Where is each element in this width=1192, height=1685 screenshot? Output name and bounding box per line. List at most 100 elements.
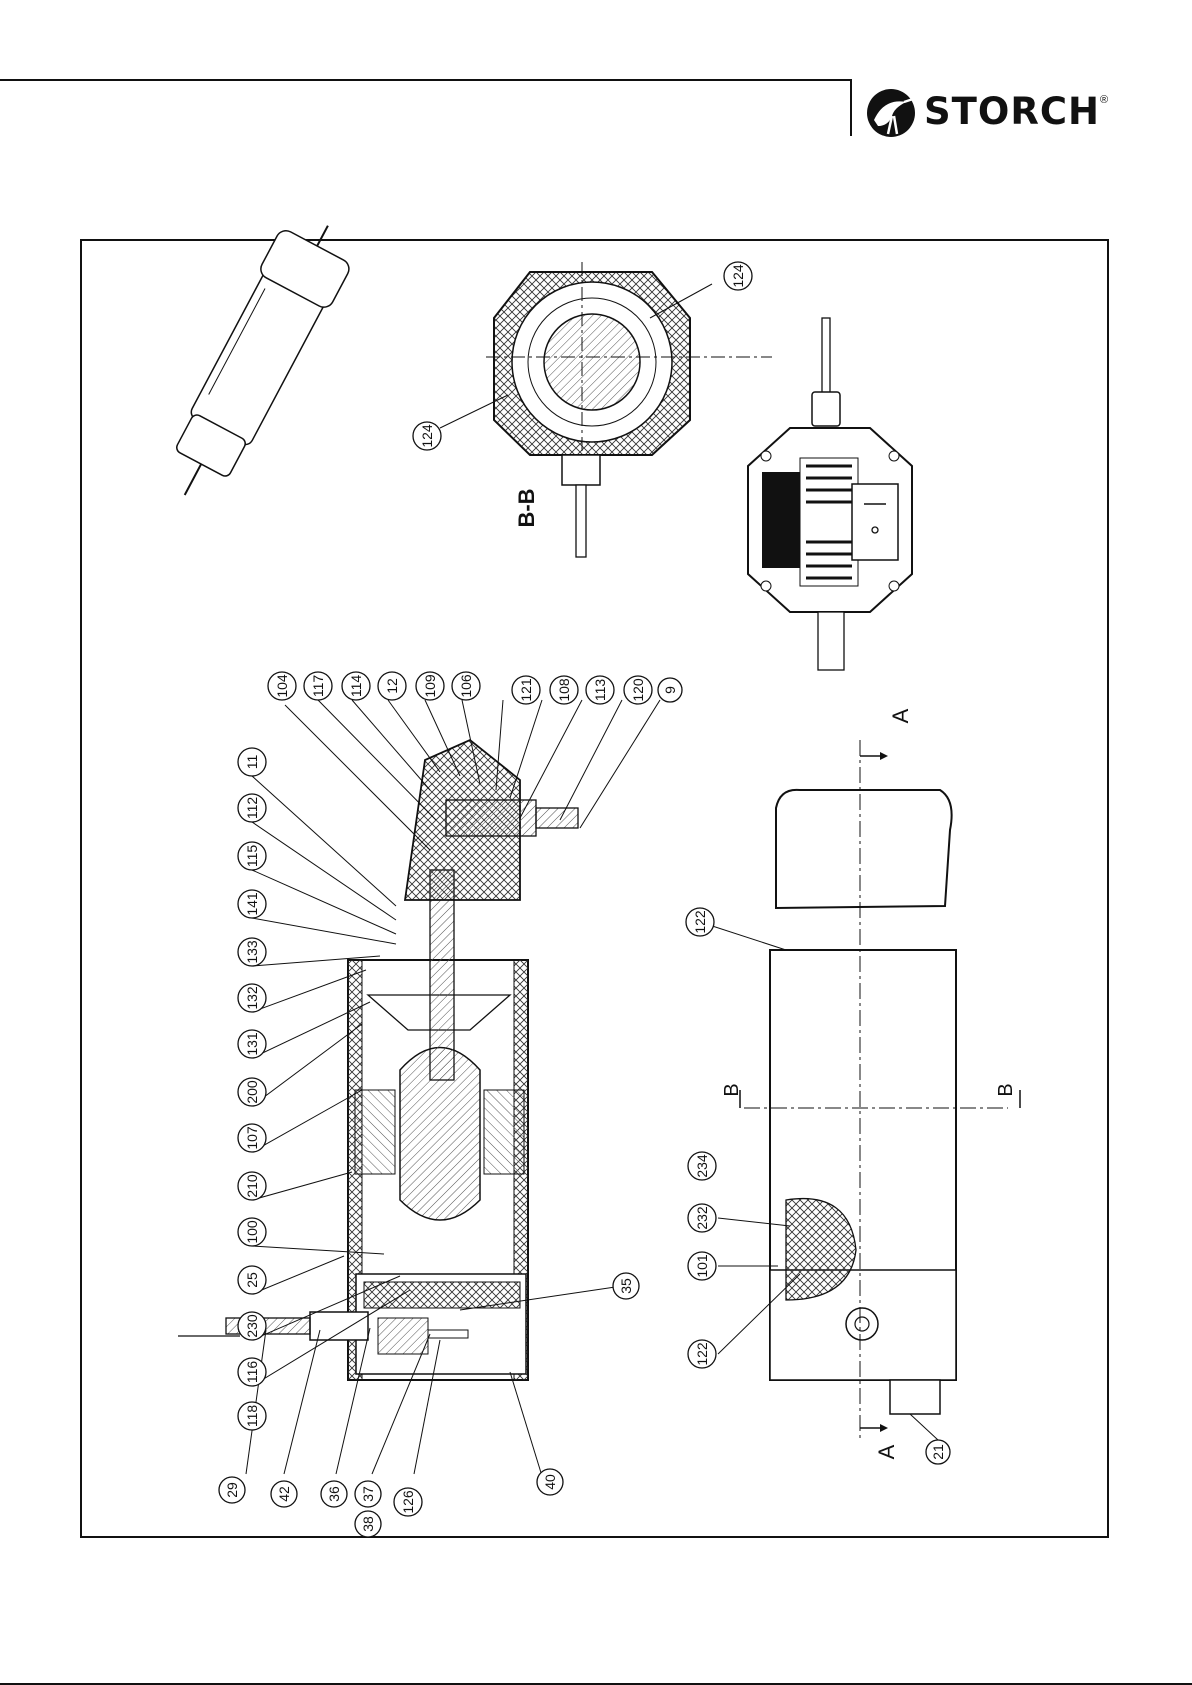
callout-124-left: 124 (413, 422, 441, 450)
callout-108: 108 (550, 676, 578, 704)
svg-text:124: 124 (730, 264, 746, 288)
callout-122-bottom: 122 (688, 1340, 716, 1368)
callout-122-top: 122 (686, 908, 714, 936)
svg-text:104: 104 (274, 674, 290, 698)
svg-text:141: 141 (244, 892, 260, 916)
callout-112: 112 (238, 794, 266, 822)
svg-text:40: 40 (542, 1474, 558, 1490)
svg-text:118: 118 (244, 1405, 260, 1428)
callout-9: 9 (658, 678, 682, 702)
callout-124-right: 124 (724, 262, 752, 290)
callout-115: 115 (238, 842, 266, 870)
callout-36: 36 (321, 1481, 347, 1507)
section-bb-view (440, 262, 772, 557)
cooling-vents (762, 458, 858, 586)
callout-121: 121 (512, 676, 540, 704)
svg-text:113: 113 (592, 679, 608, 702)
callout-210: 210 (238, 1172, 266, 1200)
svg-text:133: 133 (244, 940, 260, 964)
svg-text:115: 115 (244, 845, 260, 868)
callout-232: 232 (688, 1204, 716, 1232)
section-a-top-label: A (888, 708, 913, 723)
svg-text:B: B (721, 1083, 743, 1096)
section-bb-label: B-B (514, 488, 539, 527)
callout-114: 114 (342, 672, 370, 700)
svg-text:101: 101 (694, 1254, 710, 1278)
callout-11: 11 (238, 748, 266, 776)
svg-text:234: 234 (694, 1154, 710, 1178)
svg-text:107: 107 (244, 1126, 260, 1150)
callout-113: 113 (586, 676, 614, 704)
svg-text:36: 36 (326, 1486, 342, 1502)
power-switch (852, 484, 898, 560)
callout-35: 35 (613, 1273, 639, 1299)
svg-text:B-B: B-B (514, 488, 539, 527)
callout-116: 116 (238, 1358, 266, 1386)
end-view-switch (748, 318, 912, 670)
svg-text:121: 121 (518, 678, 534, 702)
callout-25: 25 (238, 1266, 266, 1294)
callout-132: 132 (238, 984, 266, 1012)
svg-text:230: 230 (244, 1314, 260, 1338)
svg-text:12: 12 (384, 678, 400, 694)
callout-234: 234 (688, 1152, 716, 1180)
svg-text:117: 117 (310, 675, 326, 698)
callout-101: 101 (688, 1252, 716, 1280)
svg-text:9: 9 (662, 686, 678, 694)
section-b-left-label: B (721, 1083, 743, 1096)
section-a-bottom-label: A (874, 1444, 899, 1459)
svg-text:210: 210 (244, 1174, 260, 1198)
svg-text:108: 108 (556, 678, 572, 702)
motor-perspective-view (149, 207, 363, 514)
svg-text:126: 126 (400, 1490, 416, 1514)
svg-text:100: 100 (244, 1220, 260, 1244)
svg-text:109: 109 (422, 674, 438, 698)
svg-text:25: 25 (244, 1272, 260, 1288)
callout-40: 40 (537, 1469, 563, 1495)
callout-106: 106 (452, 672, 480, 700)
callout-107: 107 (238, 1124, 266, 1152)
callout-126: 126 (394, 1488, 422, 1516)
svg-text:A: A (888, 708, 913, 723)
svg-text:106: 106 (458, 674, 474, 698)
callout-104: 104 (268, 672, 296, 700)
callout-230: 230 (238, 1312, 266, 1340)
svg-text:11: 11 (244, 755, 260, 770)
callout-12: 12 (378, 672, 406, 700)
svg-text:114: 114 (348, 675, 364, 698)
callout-141: 141 (238, 890, 266, 918)
callout-131: 131 (238, 1030, 266, 1058)
svg-text:132: 132 (244, 986, 260, 1010)
svg-text:37: 37 (360, 1486, 376, 1502)
callout-100: 100 (238, 1218, 266, 1246)
svg-text:116: 116 (244, 1361, 260, 1384)
svg-text:122: 122 (694, 1342, 710, 1366)
svg-text:131: 131 (244, 1032, 260, 1056)
svg-text:38: 38 (360, 1516, 376, 1532)
callout-117: 117 (304, 672, 332, 700)
svg-text:B: B (995, 1083, 1017, 1096)
callout-109: 109 (416, 672, 444, 700)
section-b-right-label: B (995, 1083, 1017, 1096)
callout-200: 200 (238, 1078, 266, 1106)
svg-text:122: 122 (692, 910, 708, 934)
svg-text:120: 120 (630, 678, 646, 702)
callout-133: 133 (238, 938, 266, 966)
svg-text:42: 42 (276, 1486, 292, 1502)
callout-120: 120 (624, 676, 652, 704)
callout-29: 29 (219, 1477, 245, 1503)
svg-text:29: 29 (224, 1482, 240, 1498)
callout-21: 21 (926, 1440, 950, 1464)
svg-text:124: 124 (419, 424, 435, 448)
svg-text:112: 112 (244, 797, 260, 820)
svg-text:200: 200 (244, 1080, 260, 1104)
svg-text:35: 35 (618, 1278, 634, 1294)
side-view (740, 740, 1020, 1440)
svg-text:21: 21 (930, 1444, 946, 1460)
callout-37: 37 (355, 1481, 381, 1507)
svg-text:232: 232 (694, 1206, 710, 1230)
callout-118: 118 (238, 1402, 266, 1430)
callout-38: 38 (355, 1511, 381, 1537)
callout-42: 42 (271, 1481, 297, 1507)
